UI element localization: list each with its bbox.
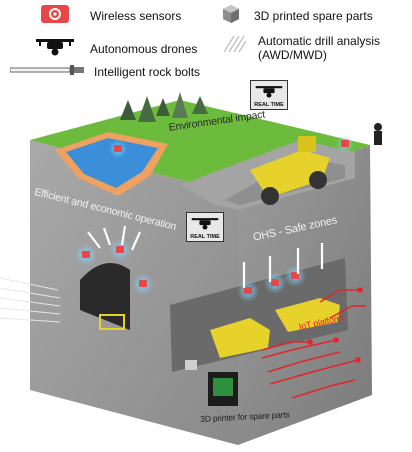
drone-icon xyxy=(255,86,283,98)
legend-drones: Autonomous drones xyxy=(34,36,197,61)
real-time-drone-badge-mid: REAL TIME xyxy=(186,212,224,242)
loader-1 xyxy=(210,318,270,358)
rock-bolt-icon xyxy=(9,64,86,79)
trees xyxy=(120,92,208,122)
legend-spare-parts: 3D printed spare parts xyxy=(222,4,373,27)
legend-wireless-sensors: Wireless sensors xyxy=(40,4,181,27)
legend-drill-text: Automatic drill analysis (AWD/MWD) xyxy=(258,34,380,62)
iot-circuit xyxy=(261,287,366,399)
real-time-drone-badge-top: REAL TIME xyxy=(250,80,288,110)
3d-printer xyxy=(208,372,238,406)
sensor-markers xyxy=(75,135,354,302)
pond-water xyxy=(66,138,158,188)
legend-label: Automatic drill analysis xyxy=(258,34,381,48)
left-tunnel xyxy=(80,262,130,330)
legend-label: Autonomous drones xyxy=(90,41,198,56)
drone-icon xyxy=(34,36,76,61)
arrows xyxy=(87,225,324,288)
wireless-sensor-icon xyxy=(40,4,70,27)
spare-part-box xyxy=(185,360,197,370)
drill-hatch-icon xyxy=(223,35,247,55)
real-time-label: REAL TIME xyxy=(190,234,220,240)
legend-rock-bolts: Intelligent rock bolts xyxy=(9,64,201,79)
left-rock-bolts xyxy=(0,277,61,323)
right-tunnel xyxy=(170,258,348,372)
legend-label-sub: (AWD/MWD) xyxy=(258,48,327,62)
legend-label: Wireless sensors xyxy=(90,8,182,23)
worker-figure xyxy=(374,123,382,145)
legend-label: Intelligent rock bolts xyxy=(94,64,201,79)
real-time-label: REAL TIME xyxy=(254,102,284,108)
legend-label: 3D printed spare parts xyxy=(254,8,373,23)
drone-icon xyxy=(191,218,219,230)
loader-2 xyxy=(275,298,340,332)
surface-truck xyxy=(250,136,330,205)
legend-drill-analysis: Automatic drill analysis (AWD/MWD) xyxy=(223,34,380,62)
spare-part-cube-icon xyxy=(222,4,240,27)
